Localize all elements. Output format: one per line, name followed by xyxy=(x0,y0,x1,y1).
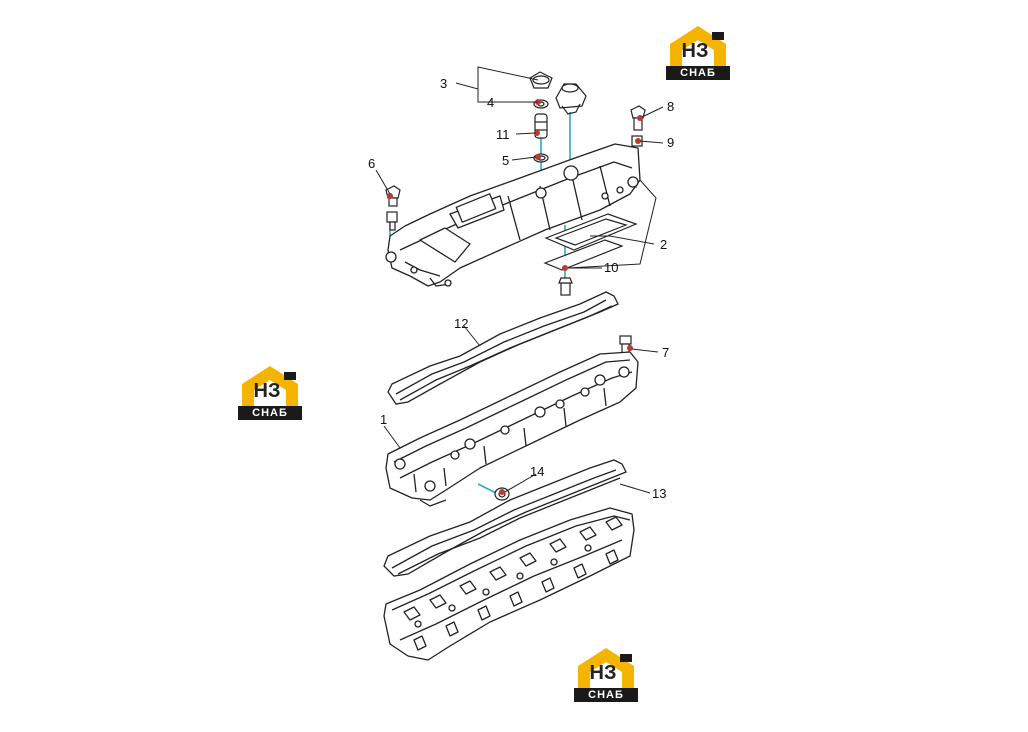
callout-1: 1 xyxy=(380,412,387,427)
house-logo-icon xyxy=(578,648,634,690)
callout-3: 3 xyxy=(440,76,447,91)
callout-13: 13 xyxy=(652,486,666,501)
callout-8: 8 xyxy=(667,99,674,114)
callout-11: 11 xyxy=(496,127,510,142)
cylinder-head xyxy=(383,507,635,661)
watermark-logo-top: НЗ СНАБ xyxy=(666,24,730,82)
watermark-sub: СНАБ xyxy=(574,688,638,702)
callout-4: 4 xyxy=(487,95,494,110)
breather-cap xyxy=(555,83,587,115)
watermark-brand: НЗ xyxy=(589,662,617,684)
valve-cover xyxy=(385,143,641,287)
breather-plate xyxy=(543,213,638,271)
callout-14: 14 xyxy=(530,464,544,479)
watermark-sub: СНАБ xyxy=(238,406,302,420)
callout-6: 6 xyxy=(368,156,375,171)
gasket-lower xyxy=(383,459,627,577)
watermark-brand: НЗ xyxy=(681,40,709,62)
house-logo-icon xyxy=(670,26,726,68)
callout-leaders xyxy=(375,66,664,494)
house-logo-icon xyxy=(242,366,298,408)
watermark-logo-bottom: НЗ СНАБ xyxy=(574,646,638,704)
callout-12: 12 xyxy=(454,316,468,331)
callout-labels: 3 4 11 5 6 8 9 2 10 12 7 1 14 13 xyxy=(368,76,674,501)
rocker-housing xyxy=(385,351,639,507)
callout-10: 10 xyxy=(604,260,618,275)
callout-5: 5 xyxy=(502,153,509,168)
callout-9: 9 xyxy=(667,135,674,150)
watermark-logo-left: НЗ СНАБ xyxy=(238,364,302,422)
watermark-sub: СНАБ xyxy=(666,66,730,80)
leader-dots xyxy=(387,99,643,495)
callout-2: 2 xyxy=(660,237,667,252)
gasket-upper xyxy=(387,291,619,405)
callout-7: 7 xyxy=(662,345,669,360)
watermark-brand: НЗ xyxy=(253,380,281,402)
oil-filler-parts xyxy=(529,71,553,163)
